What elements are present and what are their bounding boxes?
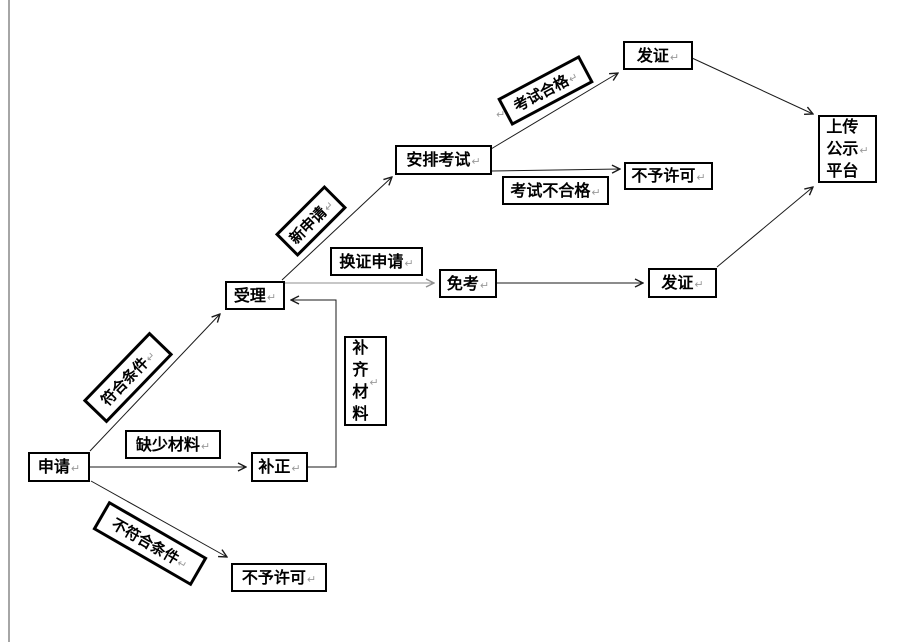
label-supplement-materials: 补 齐 材 料↵ bbox=[344, 336, 387, 426]
node-upload-platform: 上传 公示 平台↵ bbox=[818, 115, 877, 183]
node-issue-cert-mid: 发证↵ bbox=[648, 268, 717, 298]
edge-apply-to-deny-bottom bbox=[90, 480, 227, 557]
paragraph-mark-icon: ↵ bbox=[694, 278, 704, 291]
page-margin-border bbox=[8, 0, 10, 642]
node-issue-cert-top-label: 发证 bbox=[636, 45, 669, 65]
edge-issue-cert-top-to-upload bbox=[691, 57, 813, 114]
paragraph-mark-icon: ↵ bbox=[369, 376, 379, 389]
node-deny-mid-label: 不予许可 bbox=[631, 166, 696, 185]
paragraph-mark-icon: ↵ bbox=[479, 278, 490, 292]
label-missing-materials-text: 缺少材料 bbox=[135, 434, 200, 454]
node-arrange-exam: 安排考试↵ bbox=[395, 145, 492, 175]
paragraph-mark-icon: ↵ bbox=[696, 171, 706, 184]
node-accept-label: 受理 bbox=[233, 285, 266, 305]
paragraph-mark-icon: ↵ bbox=[471, 155, 481, 168]
paragraph-mark-icon: ↵ bbox=[306, 572, 317, 586]
label-exam-fail: 考试不合格↵ bbox=[502, 176, 609, 205]
node-deny-mid: 不予许可↵ bbox=[624, 162, 713, 190]
label-renew-apply-text: 换证申请 bbox=[339, 251, 404, 271]
label-supplement-materials-text: 补 齐 材 料 bbox=[352, 338, 369, 423]
node-correct-label: 补正 bbox=[258, 457, 291, 476]
paragraph-mark-icon: ↵ bbox=[591, 185, 601, 199]
node-issue-cert-top: 发证↵ bbox=[623, 41, 693, 70]
edge-issue-cert-mid-to-upload bbox=[716, 187, 813, 268]
node-apply: 申请↵ bbox=[28, 452, 90, 482]
node-arrange-exam-label: 安排考试 bbox=[406, 150, 471, 169]
node-deny-bottom-label: 不予许可 bbox=[241, 567, 306, 587]
edge-arrange-exam-to-issue-cert-top bbox=[490, 73, 618, 150]
edge-correct-to-accept bbox=[291, 300, 337, 468]
edge-apply-to-accept bbox=[89, 314, 220, 452]
paragraph-mark-icon: ↵ bbox=[291, 462, 301, 475]
node-correct: 补正↵ bbox=[251, 452, 308, 482]
label-exam-fail-text: 考试不合格 bbox=[510, 180, 591, 200]
paragraph-mark-icon: ↵ bbox=[70, 462, 81, 475]
label-missing-materials: 缺少材料↵ bbox=[125, 430, 221, 459]
label-renew-apply: 换证申请↵ bbox=[330, 247, 423, 276]
paragraph-mark-icon: ↵ bbox=[669, 50, 680, 64]
node-exempt: 免考↵ bbox=[439, 269, 497, 298]
node-deny-bottom: 不予许可↵ bbox=[231, 563, 327, 592]
paragraph-mark-icon: ↵ bbox=[404, 256, 414, 270]
node-accept: 受理↵ bbox=[225, 281, 285, 310]
paragraph-mark-icon: ↵ bbox=[200, 439, 211, 453]
paragraph-mark-icon: ↵ bbox=[266, 290, 277, 304]
edge-accept-to-arrange-exam bbox=[281, 177, 392, 281]
node-apply-label: 申请 bbox=[37, 457, 70, 476]
edge-arrange-exam-to-deny-mid bbox=[491, 169, 620, 171]
paragraph-mark-icon: ↵ bbox=[859, 144, 869, 157]
paragraph-mark-icon: ↵ bbox=[496, 108, 506, 121]
node-exempt-label: 免考 bbox=[446, 273, 479, 293]
node-upload-platform-label: 上传 公示 平台 bbox=[826, 117, 859, 180]
node-issue-cert-mid-label: 发证 bbox=[661, 273, 694, 292]
